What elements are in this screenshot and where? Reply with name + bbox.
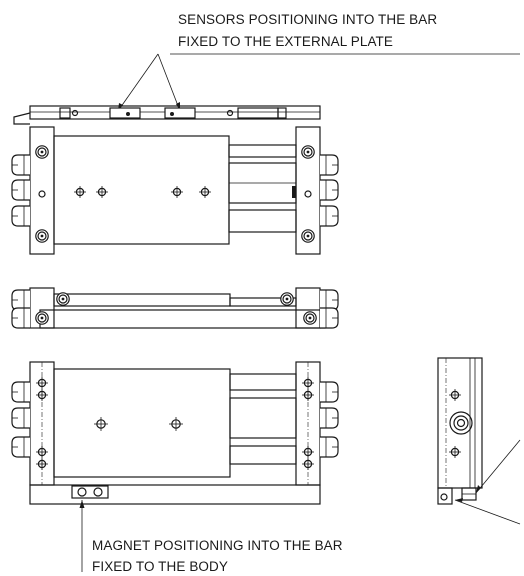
sensors-leader-lines xyxy=(117,53,520,112)
end-view-leaders xyxy=(454,439,521,525)
sensors-label-line2: FIXED TO THE EXTERNAL PLATE xyxy=(178,34,393,49)
magnet-label-line2: FIXED TO THE BODY xyxy=(92,559,228,574)
magnet-leader-line xyxy=(79,500,85,572)
magnet-label-line1: MAGNET POSITIONING INTO THE BAR xyxy=(92,538,343,553)
sensors-label-line1: SENSORS POSITIONING INTO THE BAR xyxy=(178,12,437,27)
top-view xyxy=(11,105,339,255)
bottom-view xyxy=(11,361,339,505)
sensor-bar xyxy=(13,105,321,125)
end-view xyxy=(437,357,483,505)
side-view xyxy=(11,287,339,329)
